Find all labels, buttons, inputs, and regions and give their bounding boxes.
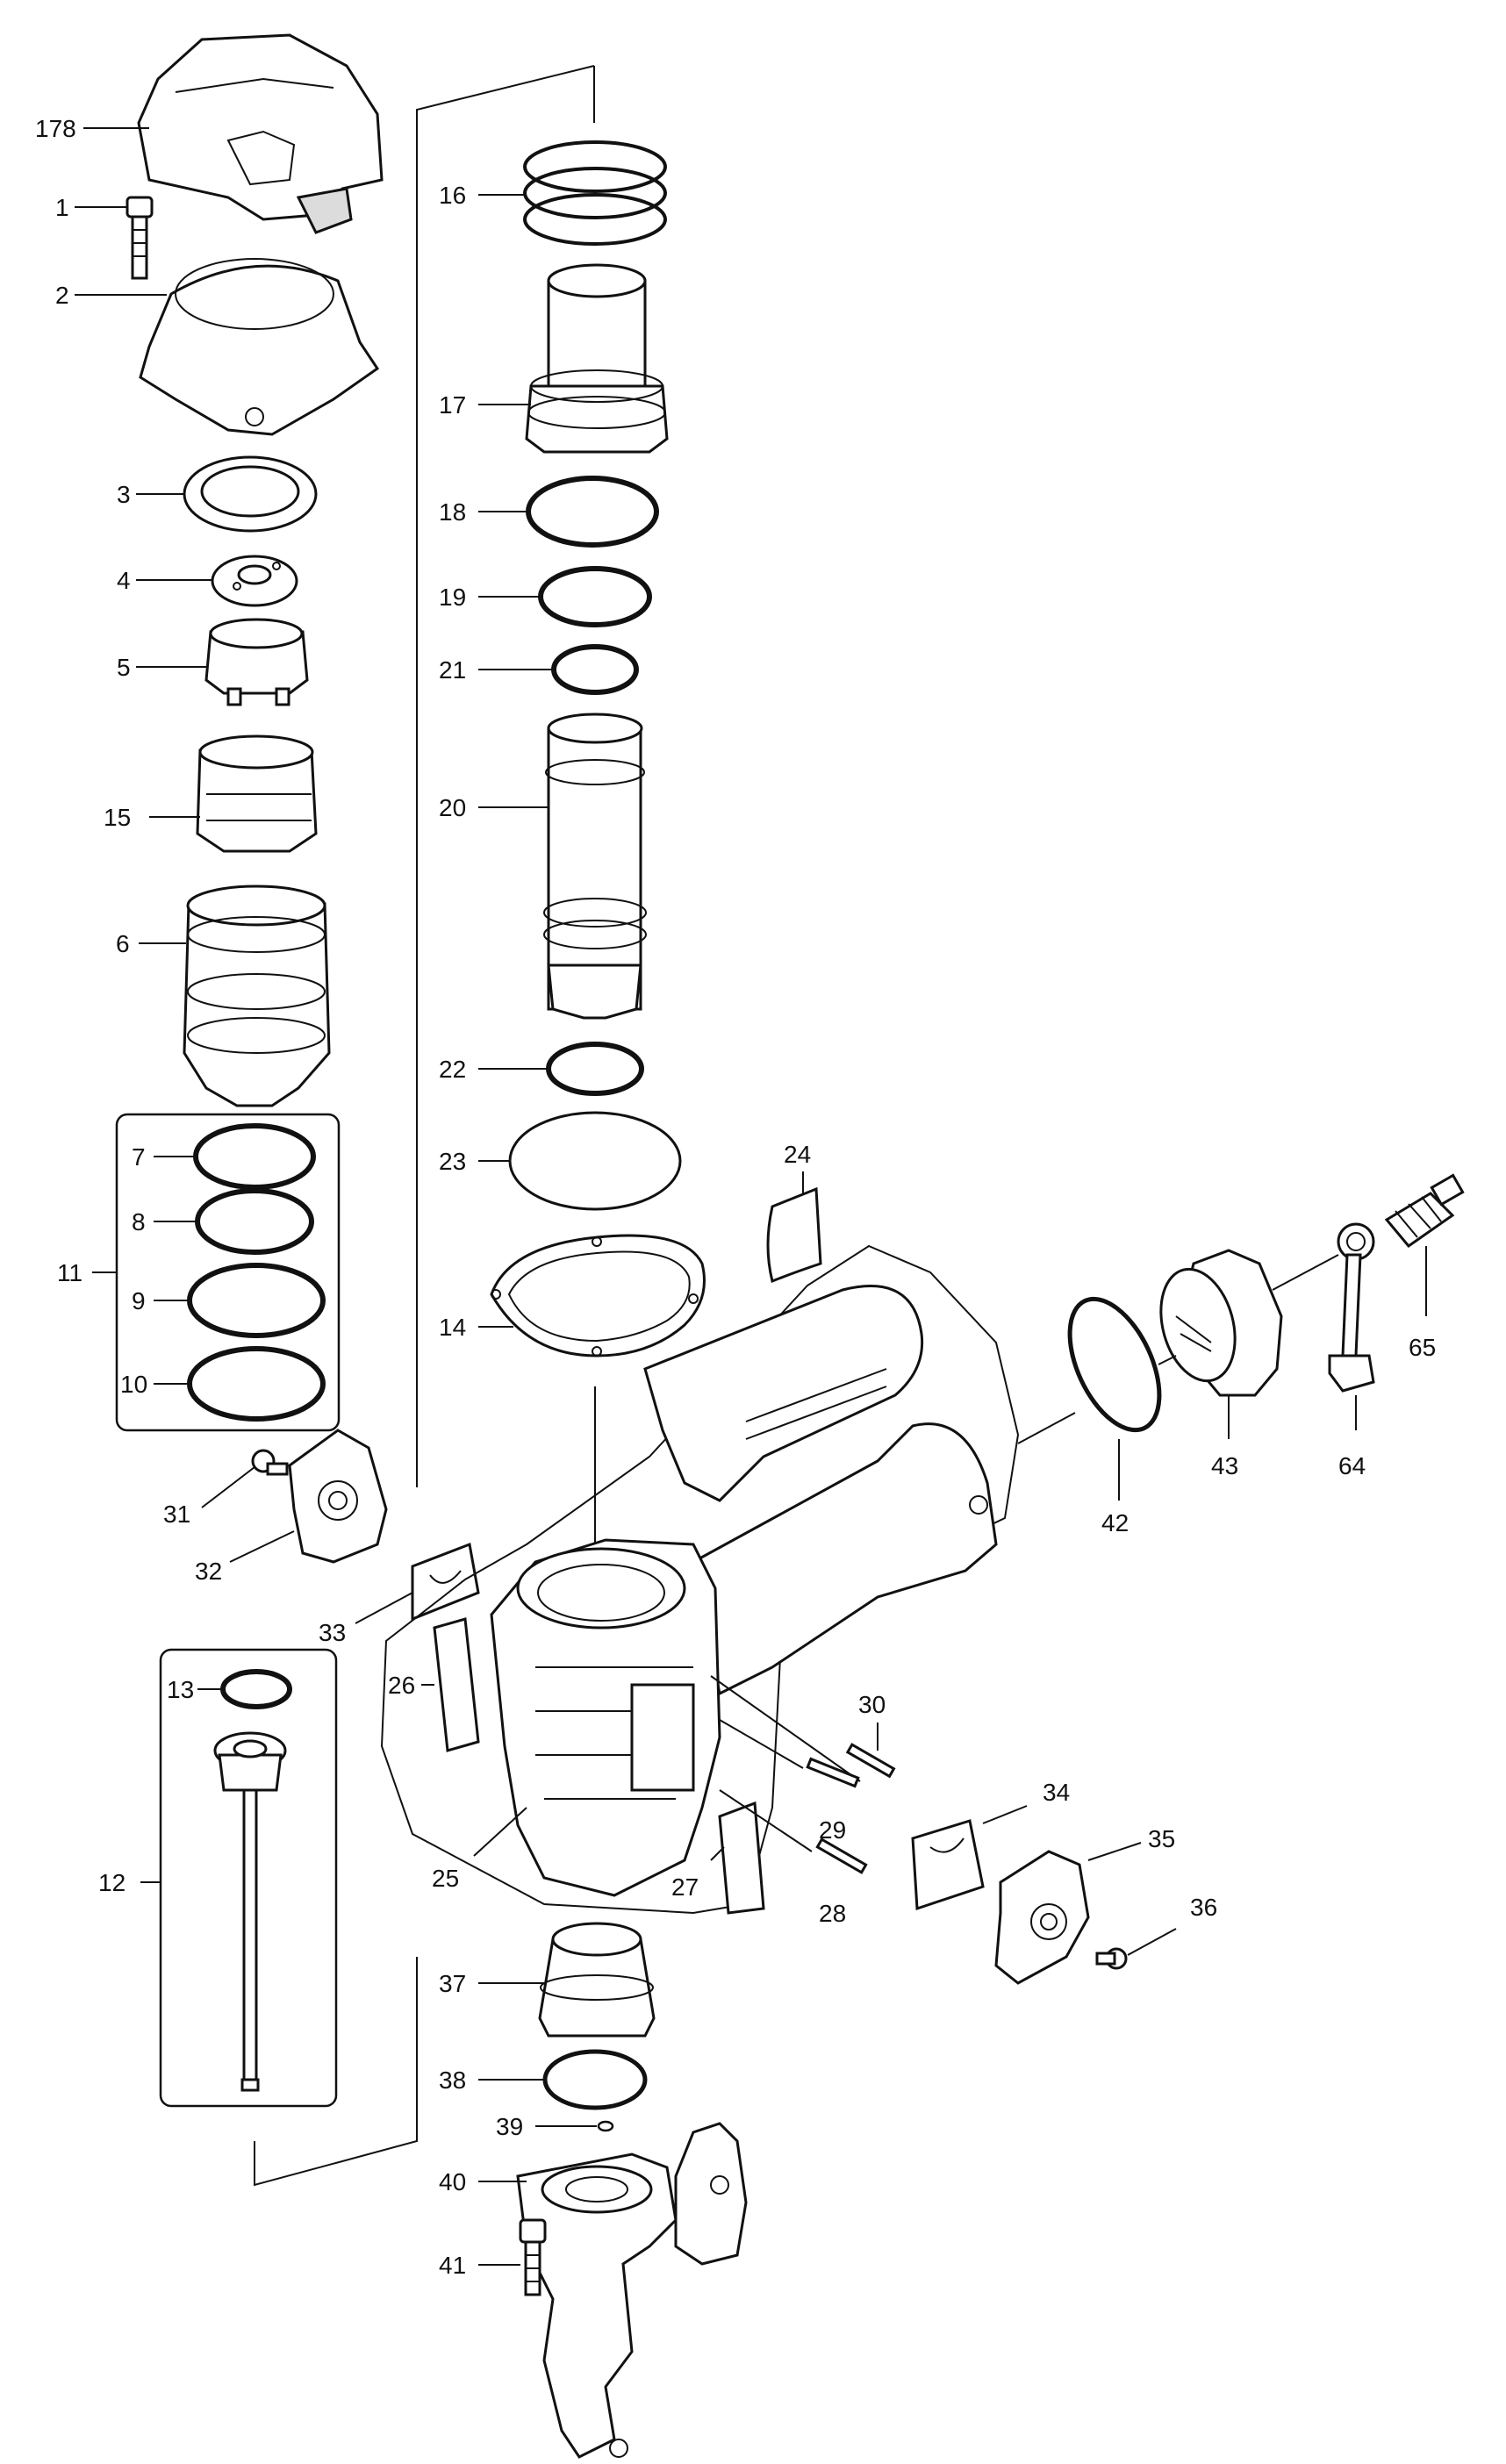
part-27-cover-plate <box>718 1801 765 1915</box>
label-19: 19 <box>439 584 466 611</box>
part-31-screw <box>251 1449 289 1476</box>
part-5-retainer <box>204 618 309 706</box>
part-26-cover-plate <box>433 1617 480 1752</box>
part-13-o-ring <box>220 1669 292 1709</box>
label-20: 20 <box>439 794 466 821</box>
label-21: 21 <box>439 656 466 684</box>
part-22-o-ring <box>546 1042 644 1096</box>
label-15: 15 <box>104 804 131 831</box>
part-7-o-ring <box>193 1123 316 1190</box>
label-27: 27 <box>671 1873 699 1901</box>
part-33-plate <box>411 1542 480 1622</box>
part-29-pin <box>719 1719 860 1788</box>
label-2: 2 <box>55 282 69 309</box>
label-16: 16 <box>439 182 466 209</box>
part-38-o-ring <box>542 2049 648 2110</box>
part-35-bracket <box>994 1850 1090 1985</box>
part-178-top-cover <box>137 33 384 234</box>
label-12: 12 <box>98 1869 126 1896</box>
part-20-cylinder <box>543 713 647 1020</box>
part-65-air-fitting <box>1384 1173 1465 1249</box>
part-34-plate <box>911 1819 985 1911</box>
part-12-driver-blade <box>213 1731 287 2092</box>
part-16-piston-rings <box>523 140 667 246</box>
kit-12-box <box>159 1648 338 2108</box>
label-4: 4 <box>117 567 131 594</box>
part-41-screw <box>519 2218 547 2296</box>
part-36-screw <box>1095 1947 1128 1970</box>
part-37-bumper <box>538 1922 656 2038</box>
label-14: 14 <box>439 1314 466 1341</box>
part-19-o-ring <box>538 566 652 627</box>
label-30: 30 <box>858 1691 886 1718</box>
part-14-gasket <box>490 1234 706 1357</box>
label-10: 10 <box>120 1371 147 1398</box>
part-17-piston <box>525 263 669 454</box>
part-1-screw <box>126 196 154 280</box>
part-43-end-cap <box>1159 1249 1283 1397</box>
label-39: 39 <box>496 2113 523 2140</box>
label-22: 22 <box>439 1056 466 1083</box>
label-178: 178 <box>35 115 76 142</box>
part-2-cap <box>139 258 380 436</box>
part-3-washer <box>183 455 318 533</box>
label-64: 64 <box>1338 1452 1366 1479</box>
label-18: 18 <box>439 498 466 526</box>
part-10-o-ring <box>187 1346 326 1422</box>
part-4-valve-seat <box>211 555 298 607</box>
label-35: 35 <box>1148 1825 1175 1852</box>
label-65: 65 <box>1409 1334 1436 1361</box>
part-21-o-ring <box>551 644 639 695</box>
label-26: 26 <box>388 1672 415 1699</box>
part-8-o-ring <box>195 1188 314 1255</box>
part-9-o-ring <box>187 1263 326 1338</box>
part-32-bracket <box>288 1429 388 1564</box>
label-31: 31 <box>163 1501 190 1528</box>
label-9: 9 <box>132 1287 146 1314</box>
label-5: 5 <box>117 654 131 681</box>
label-6: 6 <box>116 930 130 957</box>
label-11: 11 <box>57 1259 82 1286</box>
label-38: 38 <box>439 2066 466 2094</box>
label-37: 37 <box>439 1970 466 1997</box>
part-6-head-valve <box>183 885 331 1107</box>
label-17: 17 <box>439 391 466 419</box>
label-43: 43 <box>1211 1452 1238 1479</box>
part-15-collar <box>196 734 318 853</box>
label-36: 36 <box>1190 1894 1217 1921</box>
part-40-nose-assembly <box>516 2122 748 2459</box>
label-25: 25 <box>432 1865 459 1892</box>
label-28: 28 <box>819 1900 846 1927</box>
label-32: 32 <box>195 1558 222 1585</box>
assembly-bracket <box>254 65 595 2187</box>
part-64-cap-strap <box>1328 1222 1375 1393</box>
part-18-o-ring <box>526 476 659 548</box>
label-3: 3 <box>117 481 131 508</box>
part-25-body <box>380 1244 1020 1915</box>
part-30-pin <box>710 1675 896 1782</box>
label-1: 1 <box>55 194 69 221</box>
label-42: 42 <box>1101 1509 1129 1536</box>
label-23: 23 <box>439 1148 466 1175</box>
part-28-pin <box>719 1789 868 1874</box>
part-23-o-ring <box>508 1111 682 1211</box>
label-7: 7 <box>132 1143 146 1171</box>
label-41: 41 <box>439 2252 466 2279</box>
part-24-pad <box>766 1186 822 1284</box>
label-8: 8 <box>132 1208 146 1236</box>
part-39-small-o-ring <box>597 2120 614 2132</box>
label-24: 24 <box>784 1141 811 1168</box>
part-42-o-ring <box>1067 1296 1162 1433</box>
kit-11-box <box>115 1113 341 1432</box>
label-40: 40 <box>439 2168 466 2195</box>
label-13: 13 <box>167 1676 194 1703</box>
label-34: 34 <box>1043 1779 1070 1806</box>
label-33: 33 <box>319 1619 346 1646</box>
